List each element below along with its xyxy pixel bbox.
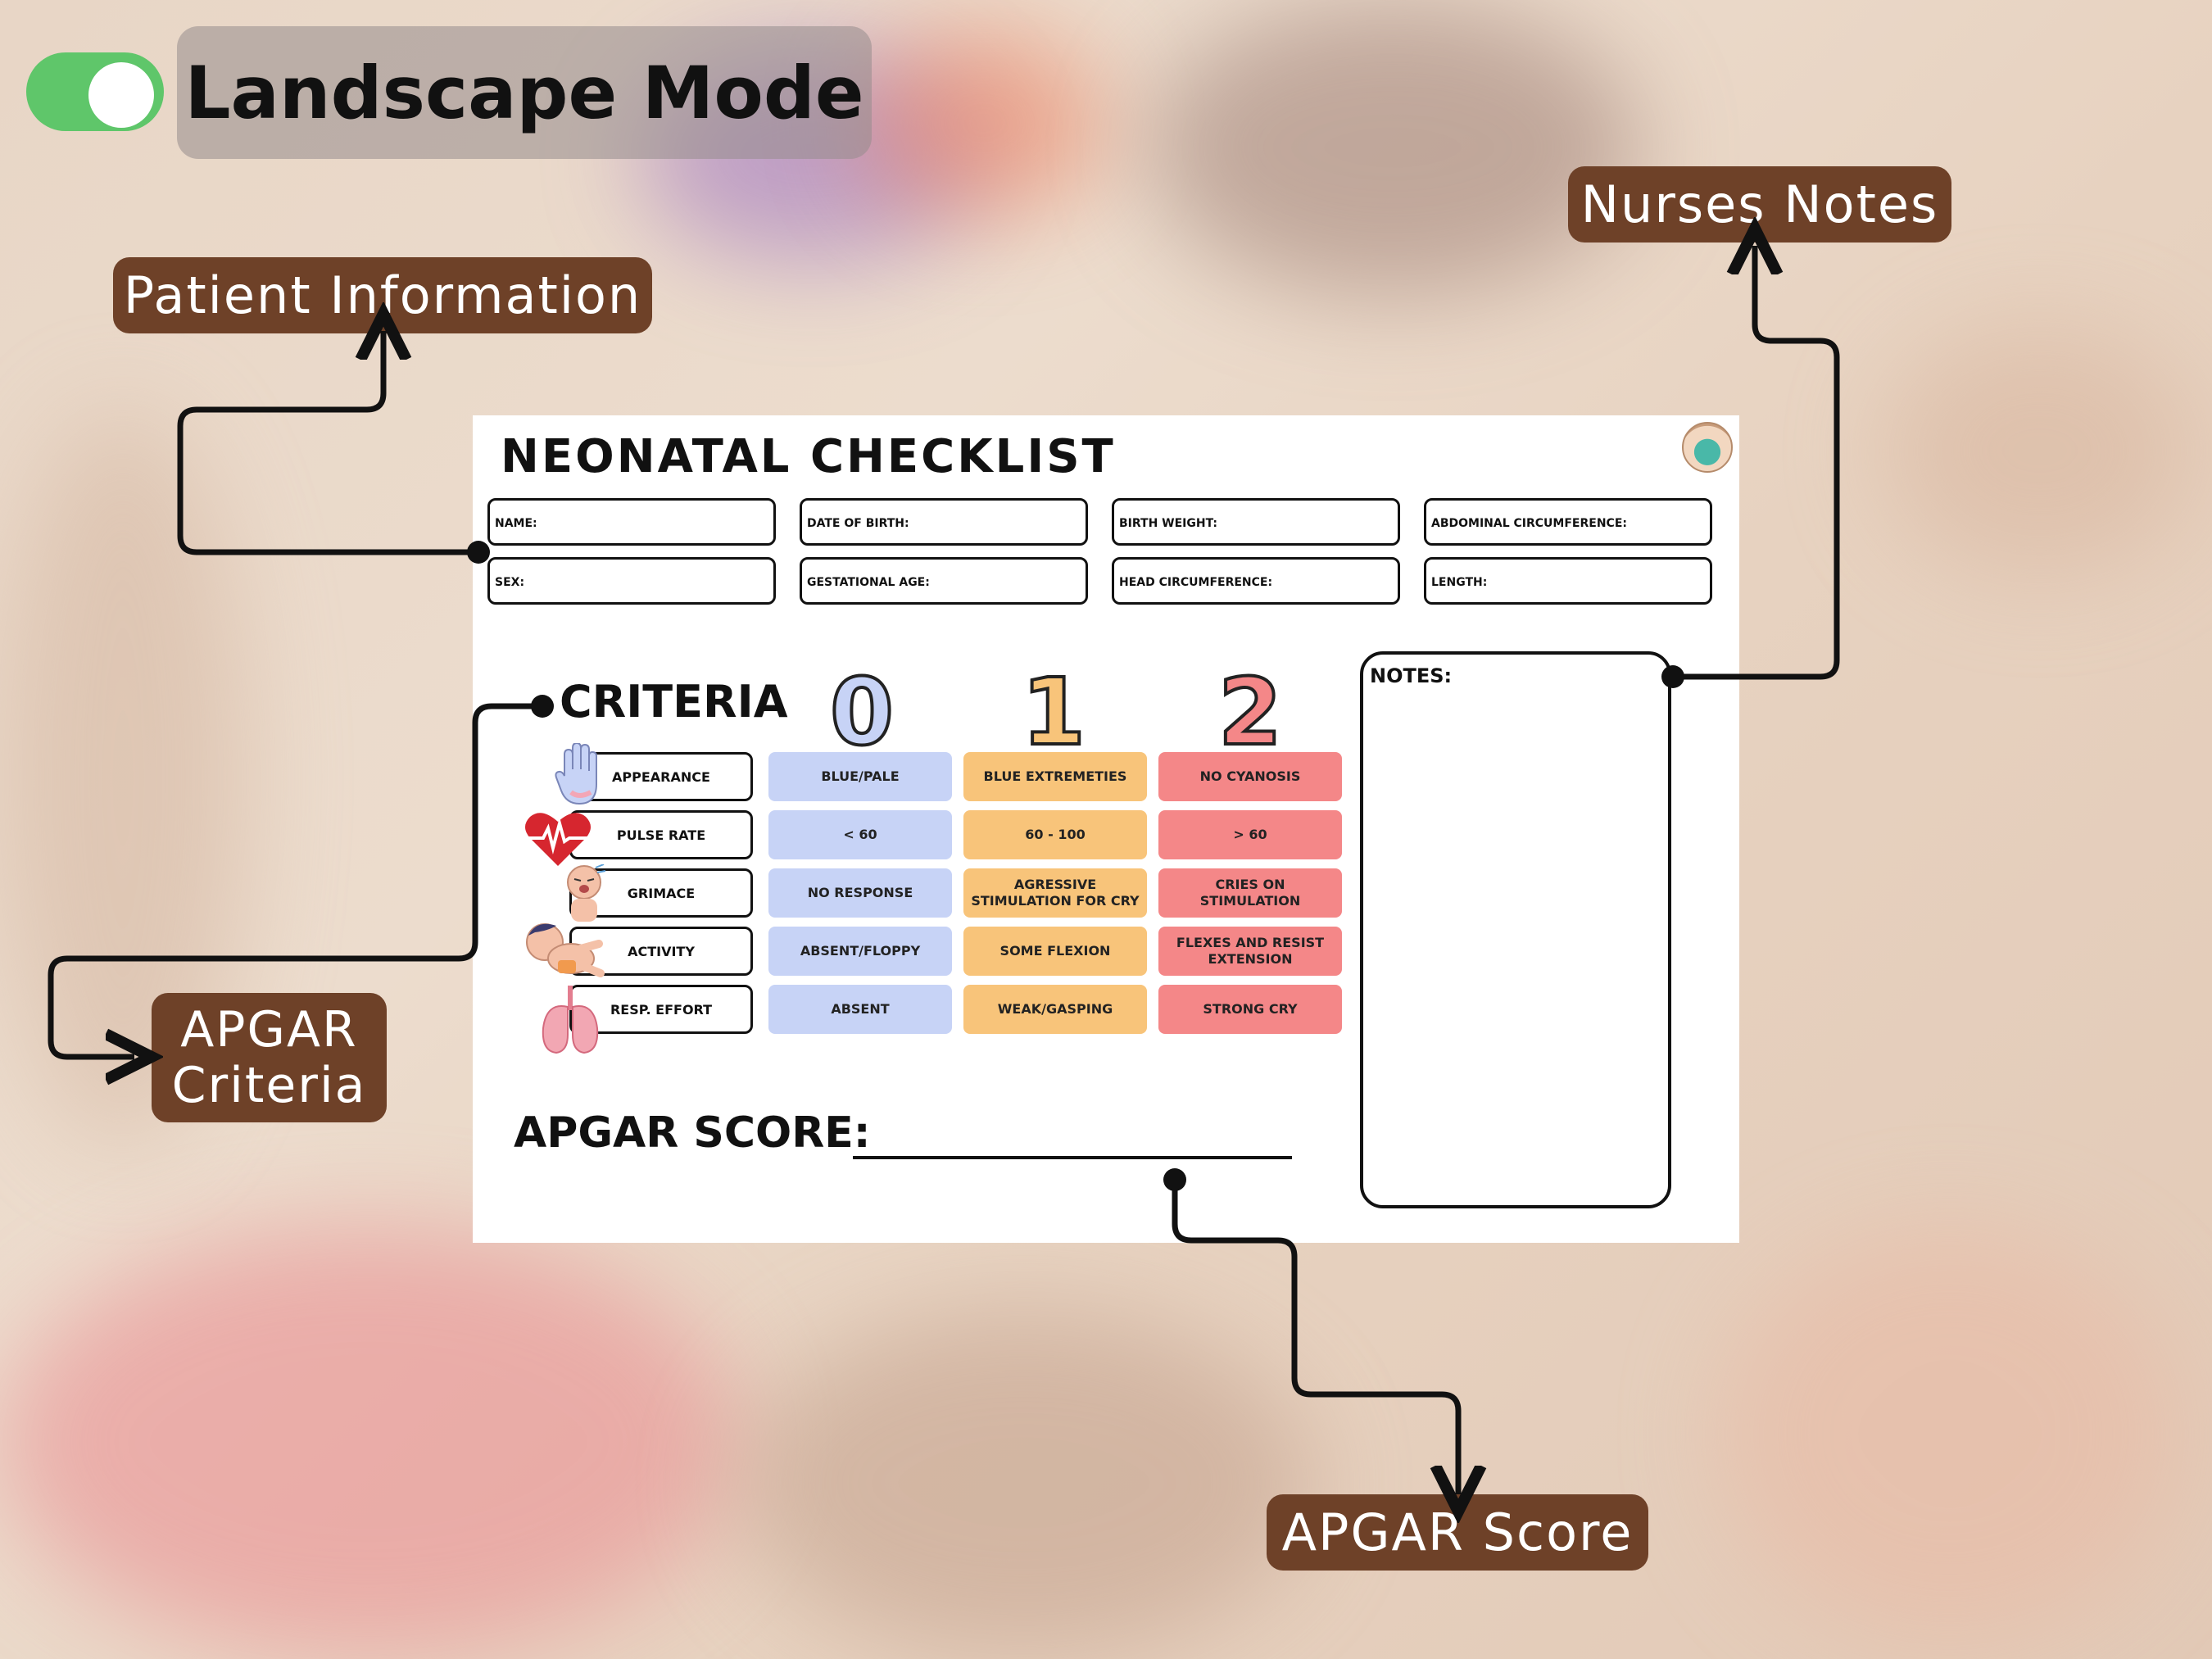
heart-icon bbox=[525, 813, 591, 866]
criteria-label-appearance: APPEARANCE bbox=[569, 752, 753, 801]
abdominal-circumference-field[interactable]: ABDOMINAL CIRCUMFERENCE: bbox=[1424, 498, 1712, 546]
activity-score-0: ABSENT/FLOPPY bbox=[768, 927, 952, 976]
hand-icon bbox=[555, 743, 597, 805]
apgar-score-label: APGAR SCORE: bbox=[514, 1108, 871, 1158]
name-field[interactable]: NAME: bbox=[487, 498, 776, 546]
connector-dot-patient bbox=[467, 541, 490, 564]
connector-dot-notes bbox=[1661, 665, 1684, 688]
date-of-birth-field[interactable]: DATE OF BIRTH: bbox=[800, 498, 1088, 546]
lungs-icon bbox=[542, 986, 599, 1054]
pulse-rate-score-2: > 60 bbox=[1158, 810, 1342, 859]
background-blur bbox=[1720, 1229, 2179, 1639]
connector-apgar-criteria bbox=[48, 703, 542, 1057]
sheet-title: NEONATAL CHECKLIST bbox=[501, 430, 1116, 483]
notes-label: NOTES: bbox=[1370, 664, 1453, 687]
connector-nurses-notes bbox=[1673, 246, 1840, 680]
activity-score-1: SOME FLEXION bbox=[963, 927, 1147, 976]
score-column-1: 1 bbox=[1020, 658, 1087, 768]
resp-effort-score-0: ABSENT bbox=[768, 985, 952, 1034]
pulse-rate-score-0: < 60 bbox=[768, 810, 952, 859]
score-column-2: 2 bbox=[1217, 658, 1284, 768]
background-blur bbox=[860, 33, 1106, 213]
background-blur bbox=[737, 1311, 1311, 1655]
appearance-score-0: BLUE/PALE bbox=[768, 752, 952, 801]
connector-dot-score bbox=[1163, 1168, 1186, 1191]
appearance-score-2: NO CYANOSIS bbox=[1158, 752, 1342, 801]
background-blur bbox=[1147, 0, 1639, 295]
head-circumference-field[interactable]: HEAD CIRCUMFERENCE: bbox=[1112, 557, 1400, 605]
nurses-notes-box[interactable]: NOTES: bbox=[1360, 651, 1671, 1208]
pulse-rate-score-1: 60 - 100 bbox=[963, 810, 1147, 859]
birth-weight-field[interactable]: BIRTH WEIGHT: bbox=[1112, 498, 1400, 546]
background-blur bbox=[1884, 328, 2196, 573]
activity-score-2: FLEXES AND RESIST EXTENSION bbox=[1158, 927, 1342, 976]
nurse-logo-icon bbox=[1682, 422, 1733, 473]
neonatal-checklist-sheet: NEONATAL CHECKLIST NAME: DATE OF BIRTH: … bbox=[473, 415, 1739, 1243]
criteria-heading: CRITERIA bbox=[560, 676, 788, 728]
resp-effort-score-2: STRONG CRY bbox=[1158, 985, 1342, 1034]
landscape-mode-label: Landscape Mode bbox=[177, 26, 872, 159]
connector-patient-information bbox=[177, 331, 478, 555]
apgar-score-input-line[interactable] bbox=[853, 1156, 1292, 1159]
connector-apgar-score bbox=[1172, 1180, 1458, 1494]
score-column-0: 0 bbox=[828, 658, 895, 768]
criteria-label-resp-effort: RESP. EFFORT bbox=[569, 985, 753, 1034]
baby-icon bbox=[526, 923, 605, 977]
grimace-score-0: NO RESPONSE bbox=[768, 868, 952, 918]
length-field[interactable]: LENGTH: bbox=[1424, 557, 1712, 605]
callout-apgar-criteria: APGAR Criteria bbox=[152, 993, 387, 1122]
background-blur bbox=[0, 1229, 737, 1655]
resp-effort-score-1: WEAK/GASPING bbox=[963, 985, 1147, 1034]
appearance-score-1: BLUE EXTREMETIES bbox=[963, 752, 1147, 801]
crying-baby-icon bbox=[567, 864, 606, 922]
connector-dot-criteria bbox=[531, 695, 554, 718]
toggle-knob[interactable] bbox=[88, 62, 154, 128]
sex-field[interactable]: SEX: bbox=[487, 557, 776, 605]
grimace-score-2: CRIES ON STIMULATION bbox=[1158, 868, 1342, 918]
gestational-age-field[interactable]: GESTATIONAL AGE: bbox=[800, 557, 1088, 605]
grimace-score-1: AGRESSIVE STIMULATION FOR CRY bbox=[963, 868, 1147, 918]
